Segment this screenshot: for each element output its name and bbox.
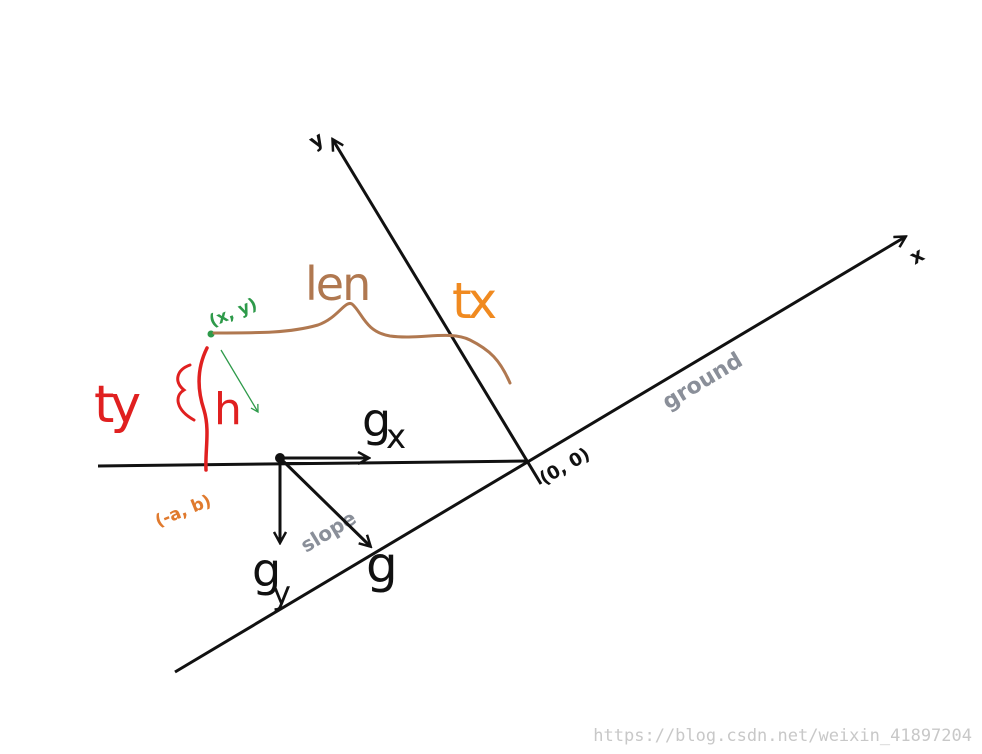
tx-label: tx [452, 272, 496, 330]
h-label: h [214, 384, 242, 435]
x-axis-label: x [905, 242, 928, 269]
gx-label-g: g [362, 393, 391, 447]
len-curve [212, 301, 512, 385]
g-label: g [366, 536, 398, 594]
slope-x-axis-line [174, 237, 905, 674]
gy-label-g: g [252, 543, 281, 597]
h-height-line [197, 346, 209, 472]
ty-label: ty [94, 375, 140, 435]
gx-label-sub: x [386, 417, 406, 457]
y-axis-label: y [305, 126, 328, 153]
gy-label-sub: y [272, 574, 291, 612]
ty-curly-brace [176, 363, 196, 422]
point-xy-label: (x, y) [206, 294, 260, 331]
green-direction-arrow [220, 349, 259, 414]
slope-y-axis-line [333, 140, 543, 485]
g-vector [278, 456, 370, 546]
slope-label: slope [296, 506, 360, 558]
point-ab-label: (-a, b) [152, 491, 214, 532]
watermark-text: https://blog.csdn.net/weixin_41897204 [593, 726, 972, 746]
len-label: len [305, 257, 369, 311]
